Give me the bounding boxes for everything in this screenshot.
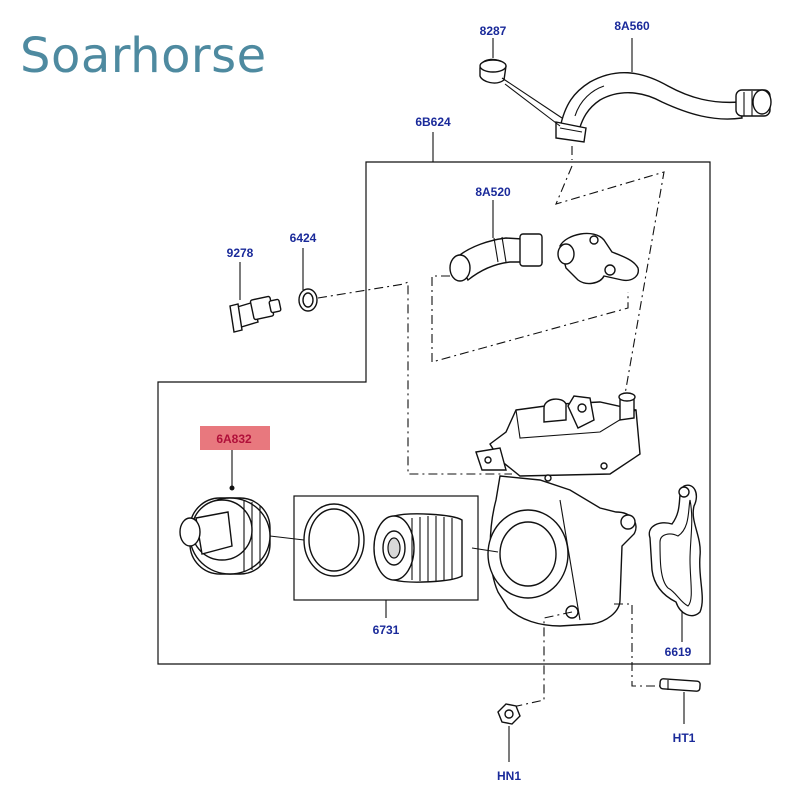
housing-group-frame	[157, 161, 711, 665]
filter-cap	[179, 497, 271, 575]
temperature-sensor	[229, 295, 282, 333]
filter-o-ring-inner	[308, 508, 360, 572]
stud-bolt	[659, 678, 701, 692]
label-housing: 6B624	[415, 115, 451, 129]
housing-body	[475, 392, 641, 627]
label-sensor: 9278	[227, 246, 254, 260]
hex-nut	[497, 703, 521, 725]
label-inner-hose: 8A520	[475, 185, 511, 199]
element-to-housing-line	[471, 547, 499, 553]
label-filter-kit: 6731	[373, 623, 400, 637]
label-stud: HT1	[673, 731, 696, 745]
stud-link-line	[614, 603, 660, 687]
brand-watermark: Soarhorse	[20, 28, 267, 84]
hose-link-line	[555, 146, 665, 401]
small-o-ring-inner	[302, 292, 314, 308]
filter-element	[373, 513, 463, 583]
label-o-ring: 6424	[290, 231, 317, 245]
cap-to-oring-line	[269, 535, 305, 541]
cap-leader-dot	[229, 485, 235, 491]
inner-hose	[449, 232, 639, 285]
sensor-link-line	[317, 281, 512, 475]
cooler-gasket	[648, 484, 703, 617]
label-gasket: 6619	[665, 645, 692, 659]
upper-hose	[555, 72, 772, 143]
nut-link-line	[507, 611, 573, 709]
label-nut: HN1	[497, 769, 521, 783]
label-clamp: 8287	[480, 24, 507, 38]
inner-hose-link-line	[431, 275, 629, 363]
hose-clamp	[479, 58, 563, 127]
label-cap: 6A832	[216, 432, 252, 446]
label-upper-hose: 8A560	[614, 19, 650, 33]
cap-label-highlight	[200, 426, 270, 450]
